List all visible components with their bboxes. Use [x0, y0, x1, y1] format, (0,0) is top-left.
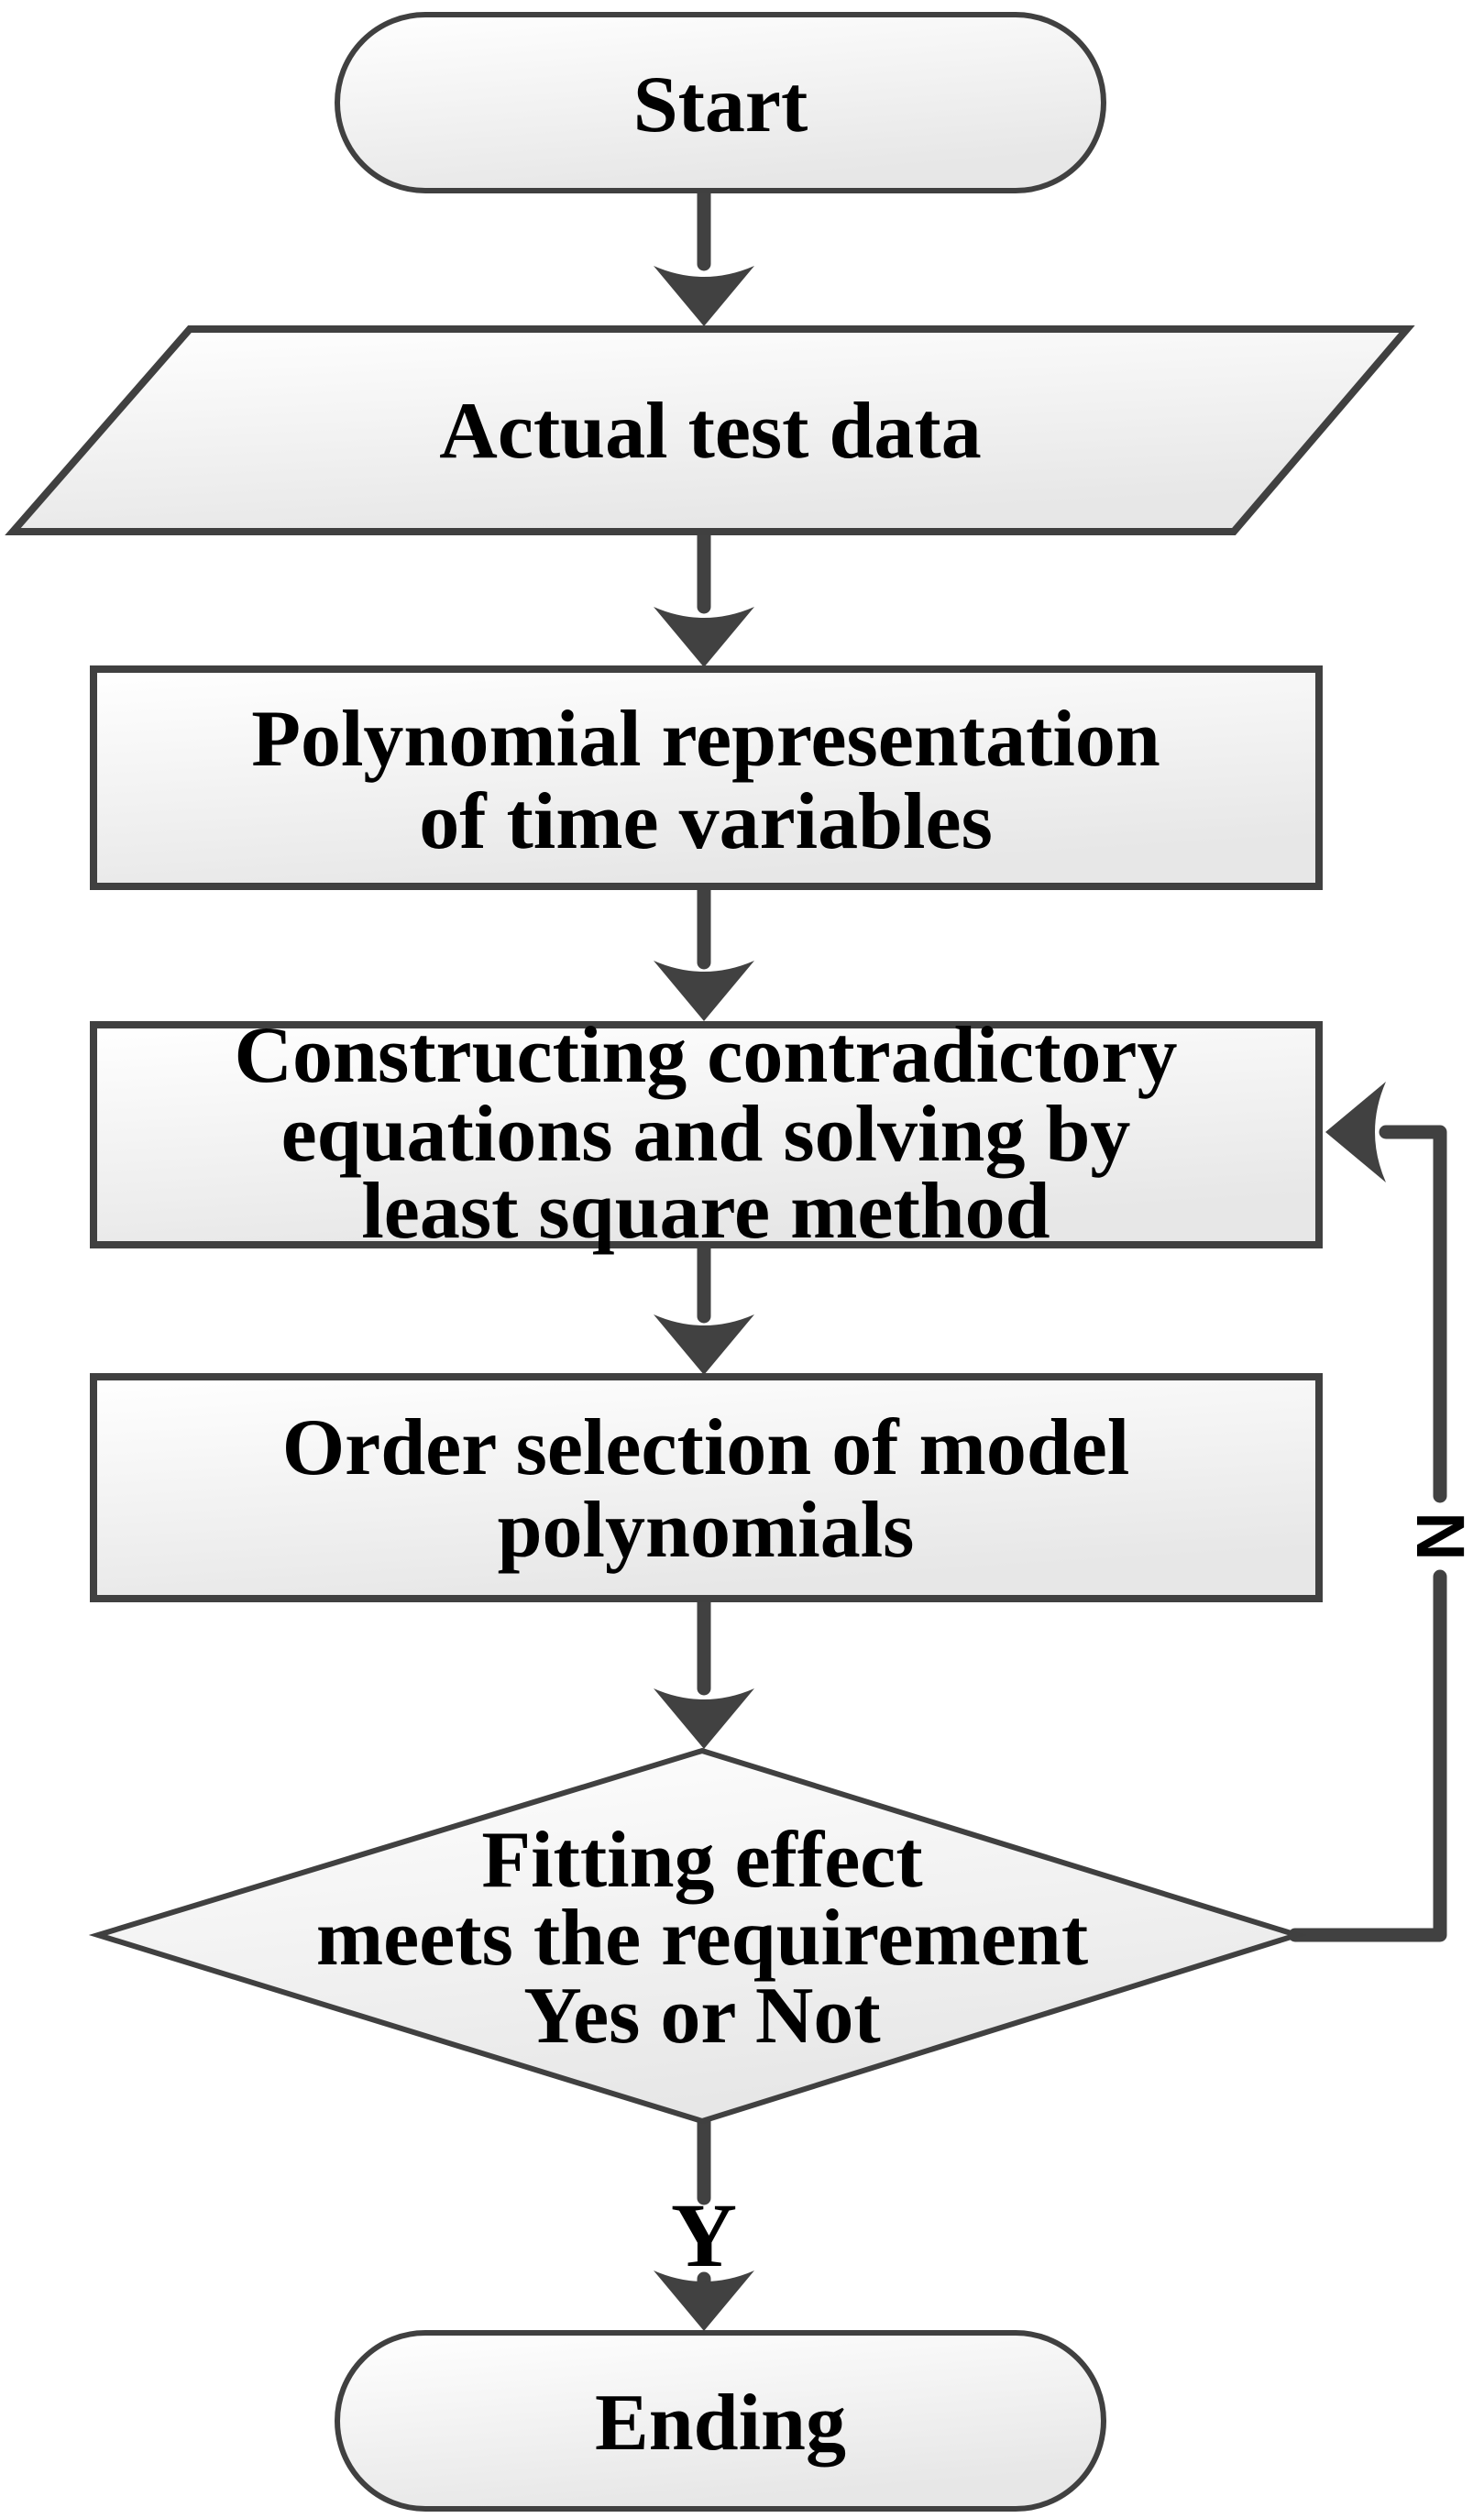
fit-check-line-2: meets the requirement [316, 1894, 1088, 1983]
poly-repr-line-2: of time variables [419, 777, 993, 866]
construct-eq-line-2: equations and solving by [281, 1090, 1131, 1179]
edge-start-input [654, 180, 754, 326]
poly-repr-process-shape [90, 665, 1323, 890]
edge-ordersel-fitcheck-arrowhead-icon [654, 1688, 754, 1749]
fit-check-line-1: Fitting effect [481, 1816, 922, 1905]
node-construct-eq: Constructing contradictory equations and… [90, 1011, 1323, 1256]
order-sel-process-shape [90, 1373, 1323, 1602]
ending-terminator-shape [335, 2330, 1106, 2512]
node-order-sel: Order selection of model polynomials [90, 1373, 1323, 1602]
node-start: Start [335, 12, 1106, 193]
node-fit-check: Fitting effect meets the requirement Yes… [88, 1747, 1307, 2125]
order-sel-line-2: polynomials [498, 1486, 915, 1575]
edge-no-line-lower [1288, 1569, 1447, 1942]
edge-constructeq-ordersel [654, 1237, 754, 1375]
no-branch-label: N [1402, 1512, 1479, 1560]
node-poly-repr: Polynomial representation of time variab… [90, 665, 1323, 890]
start-label: Start [633, 60, 808, 149]
start-terminator-shape [335, 12, 1106, 193]
order-sel-line-1: Order selection of model [282, 1403, 1130, 1492]
edge-input-polyrepr [654, 522, 754, 667]
node-input: Actual test data [5, 325, 1415, 535]
fit-check-decision-shape [88, 1747, 1307, 2125]
edge-start-input-arrowhead-icon [654, 266, 754, 326]
yes-branch-label: Y [671, 2184, 737, 2286]
node-ending: Ending [335, 2330, 1106, 2512]
edge-ordersel-fitcheck [654, 1591, 754, 1749]
edge-polyrepr-constructeq [654, 876, 754, 1021]
input-label: Actual test data [439, 387, 981, 476]
construct-eq-line-1: Constructing contradictory [235, 1011, 1178, 1100]
construct-eq-line-3: least square method [361, 1167, 1050, 1256]
edge-input-polyrepr-arrowhead-icon [654, 607, 754, 667]
fit-check-line-3: Yes or Not [523, 1972, 880, 2061]
edge-constructeq-ordersel-arrowhead-icon [654, 1314, 754, 1375]
construct-eq-process-shape [90, 1021, 1323, 1248]
edge-no-arrowhead-icon [1325, 1082, 1386, 1182]
input-parallelogram-shape [5, 325, 1415, 535]
edge-no-line-upper [1379, 1125, 1447, 1503]
edge-fitcheck-constructeq-no: N [1288, 1082, 1479, 1942]
ending-label: Ending [595, 2379, 846, 2468]
edge-fitcheck-ending-yes: Y [654, 2114, 754, 2331]
poly-repr-line-1: Polynomial representation [251, 695, 1160, 784]
